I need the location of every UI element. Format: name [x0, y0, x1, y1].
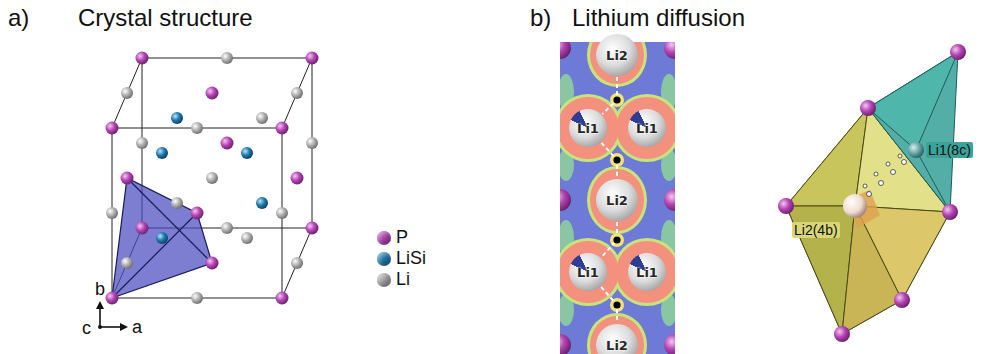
- saddle-point: [613, 301, 620, 308]
- axis-label: a: [132, 317, 142, 338]
- site-name: Li1: [577, 121, 599, 136]
- unit-cell: [112, 58, 312, 298]
- site-name: Li2: [606, 193, 628, 208]
- site-name: Li2: [606, 48, 628, 63]
- site-label: Li1(8c): [926, 142, 973, 158]
- legend-swatch: [377, 273, 391, 287]
- panel-title: Crystal structure: [78, 4, 253, 32]
- atoms: [106, 52, 319, 305]
- legend-swatch: [377, 231, 391, 245]
- tetrahedron: [112, 178, 212, 298]
- lithium-site: Li1: [569, 253, 607, 291]
- site-name: Li1: [577, 265, 599, 280]
- site-name: Li1: [636, 121, 658, 136]
- density-map: [560, 42, 675, 354]
- axes: [98, 303, 126, 329]
- axis-label: c: [82, 318, 91, 339]
- saddle-point: [613, 156, 620, 163]
- lithium-site: Li2: [596, 34, 638, 76]
- legend-text: LiSi: [396, 248, 426, 269]
- lithium-site: Li1: [569, 109, 607, 147]
- legend-text: P: [396, 227, 408, 248]
- saddle-point: [613, 236, 620, 243]
- site-name: Li2: [606, 338, 628, 353]
- lithium-site: Li1: [628, 109, 666, 147]
- saddle-point: [613, 96, 620, 103]
- legend-text: Li: [396, 269, 410, 290]
- polyhedra: [778, 44, 966, 342]
- site-name: Li1: [636, 265, 658, 280]
- lithium-site: Li2: [596, 179, 638, 221]
- panel-letter: a): [8, 4, 29, 32]
- diffusion-path: [602, 77, 617, 114]
- legend-swatch: [377, 252, 391, 266]
- site-label: Li2(4b): [792, 222, 840, 238]
- panel-letter: b): [530, 4, 551, 32]
- lithium-site: Li1: [628, 253, 666, 291]
- axis-label: b: [95, 279, 105, 300]
- panel-title: Lithium diffusion: [572, 4, 745, 32]
